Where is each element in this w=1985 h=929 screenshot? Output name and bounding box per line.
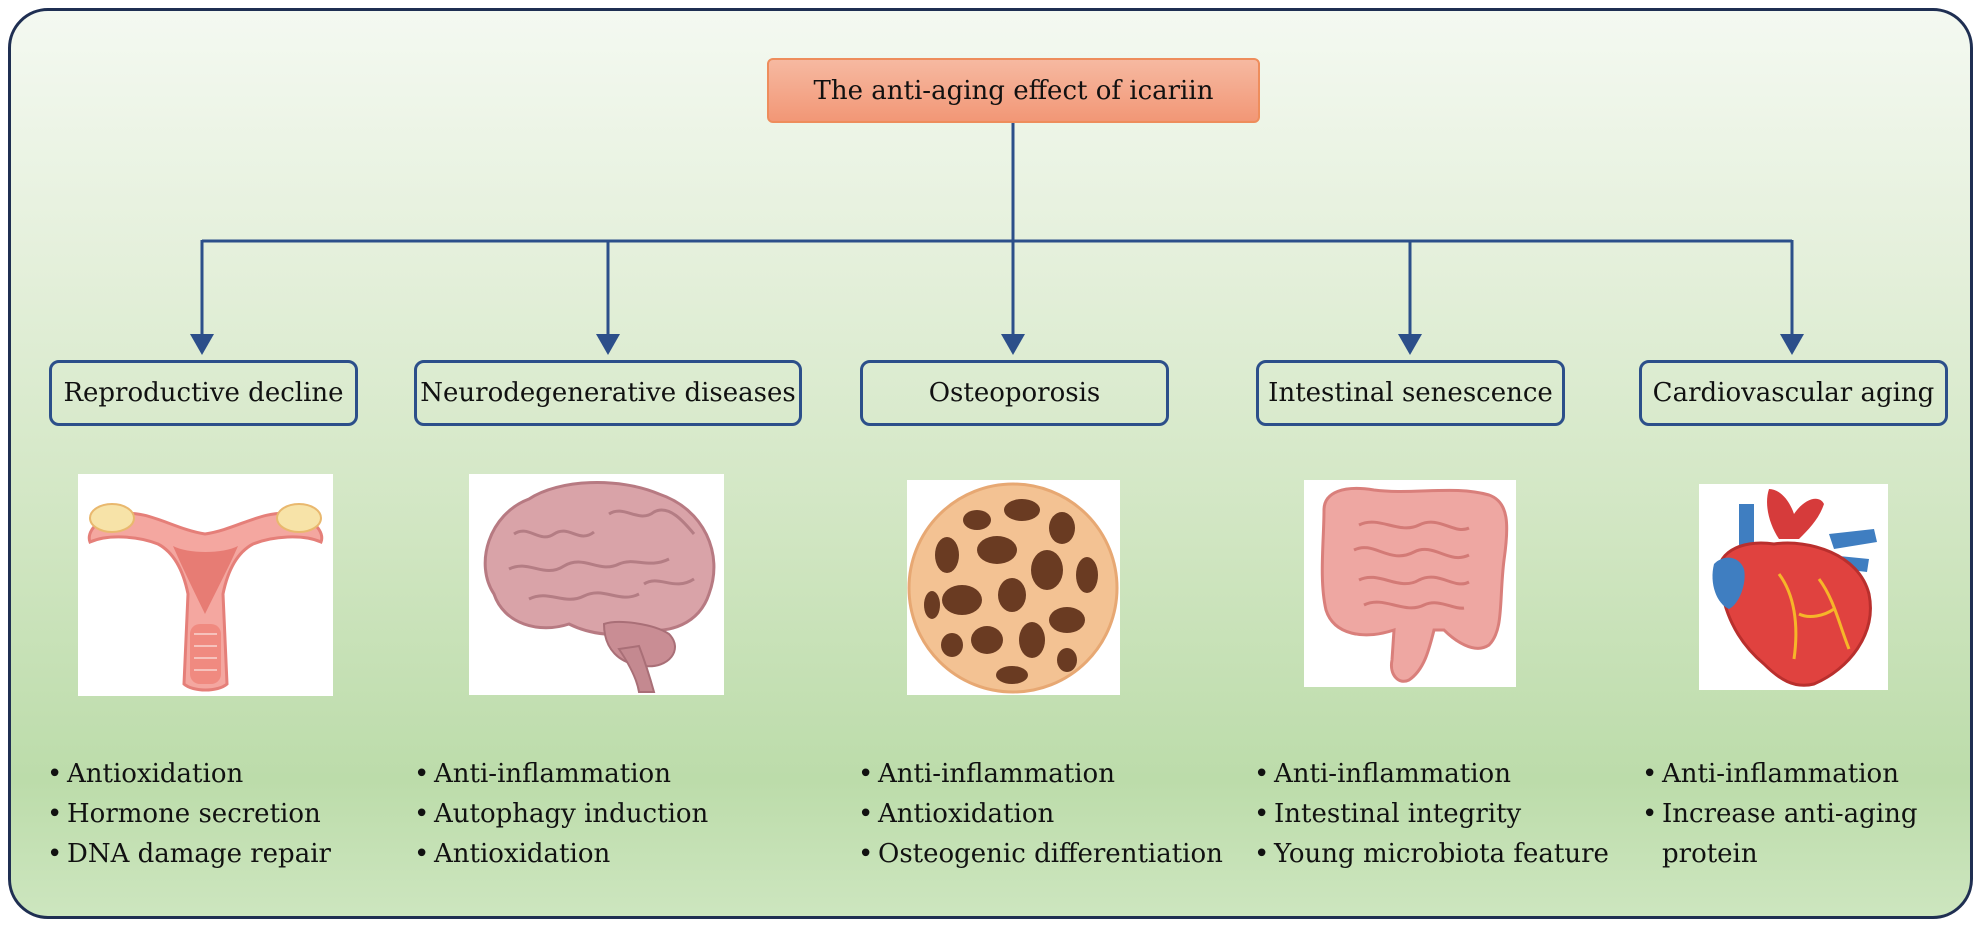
list-item: Increase anti-aging protein	[1642, 794, 1962, 874]
main-title: The anti-aging effect of icariin	[813, 75, 1214, 106]
list-item: Intestinal integrity	[1254, 794, 1609, 834]
list-item: Autophagy induction	[414, 794, 708, 834]
list-item: Young microbiota feature	[1254, 834, 1609, 874]
list-item: Anti-inflammation	[1254, 754, 1609, 794]
list-item: Anti-inflammation	[858, 754, 1223, 794]
uterus-icon	[78, 474, 333, 696]
intestine-icon	[1304, 480, 1516, 687]
category-box-cardiovascular: Cardiovascular aging	[1639, 360, 1948, 426]
bullet-list-neurodegenerative: Anti-inflammation Autophagy induction An…	[414, 754, 708, 874]
heart-icon	[1699, 484, 1888, 690]
category-label: Cardiovascular aging	[1652, 378, 1935, 408]
brain-icon	[469, 474, 724, 695]
list-item: DNA damage repair	[47, 834, 331, 874]
list-item: Antioxidation	[858, 794, 1223, 834]
bone-icon	[907, 480, 1120, 695]
bullet-list-reproductive: Antioxidation Hormone secretion DNA dama…	[47, 754, 331, 874]
category-box-neurodegenerative: Neurodegenerative diseases	[414, 360, 802, 426]
main-title-box: The anti-aging effect of icariin	[767, 58, 1260, 123]
list-item: Hormone secretion	[47, 794, 331, 834]
list-item: Antioxidation	[47, 754, 331, 794]
list-item: Anti-inflammation	[414, 754, 708, 794]
bullet-list-osteoporosis: Anti-inflammation Antioxidation Osteogen…	[858, 754, 1223, 874]
list-item: Anti-inflammation	[1642, 754, 1962, 794]
list-item: Antioxidation	[414, 834, 708, 874]
category-label: Osteoporosis	[928, 378, 1101, 408]
category-label: Neurodegenerative diseases	[420, 378, 796, 408]
bullet-list-cardiovascular: Anti-inflammation Increase anti-aging pr…	[1642, 754, 1962, 874]
category-label: Reproductive decline	[63, 378, 344, 408]
category-box-intestinal: Intestinal senescence	[1256, 360, 1565, 426]
list-item: Osteogenic differentiation	[858, 834, 1223, 874]
category-box-reproductive: Reproductive decline	[49, 360, 358, 426]
bullet-list-intestinal: Anti-inflammation Intestinal integrity Y…	[1254, 754, 1609, 874]
category-box-osteoporosis: Osteoporosis	[860, 360, 1169, 426]
category-label: Intestinal senescence	[1268, 378, 1553, 408]
